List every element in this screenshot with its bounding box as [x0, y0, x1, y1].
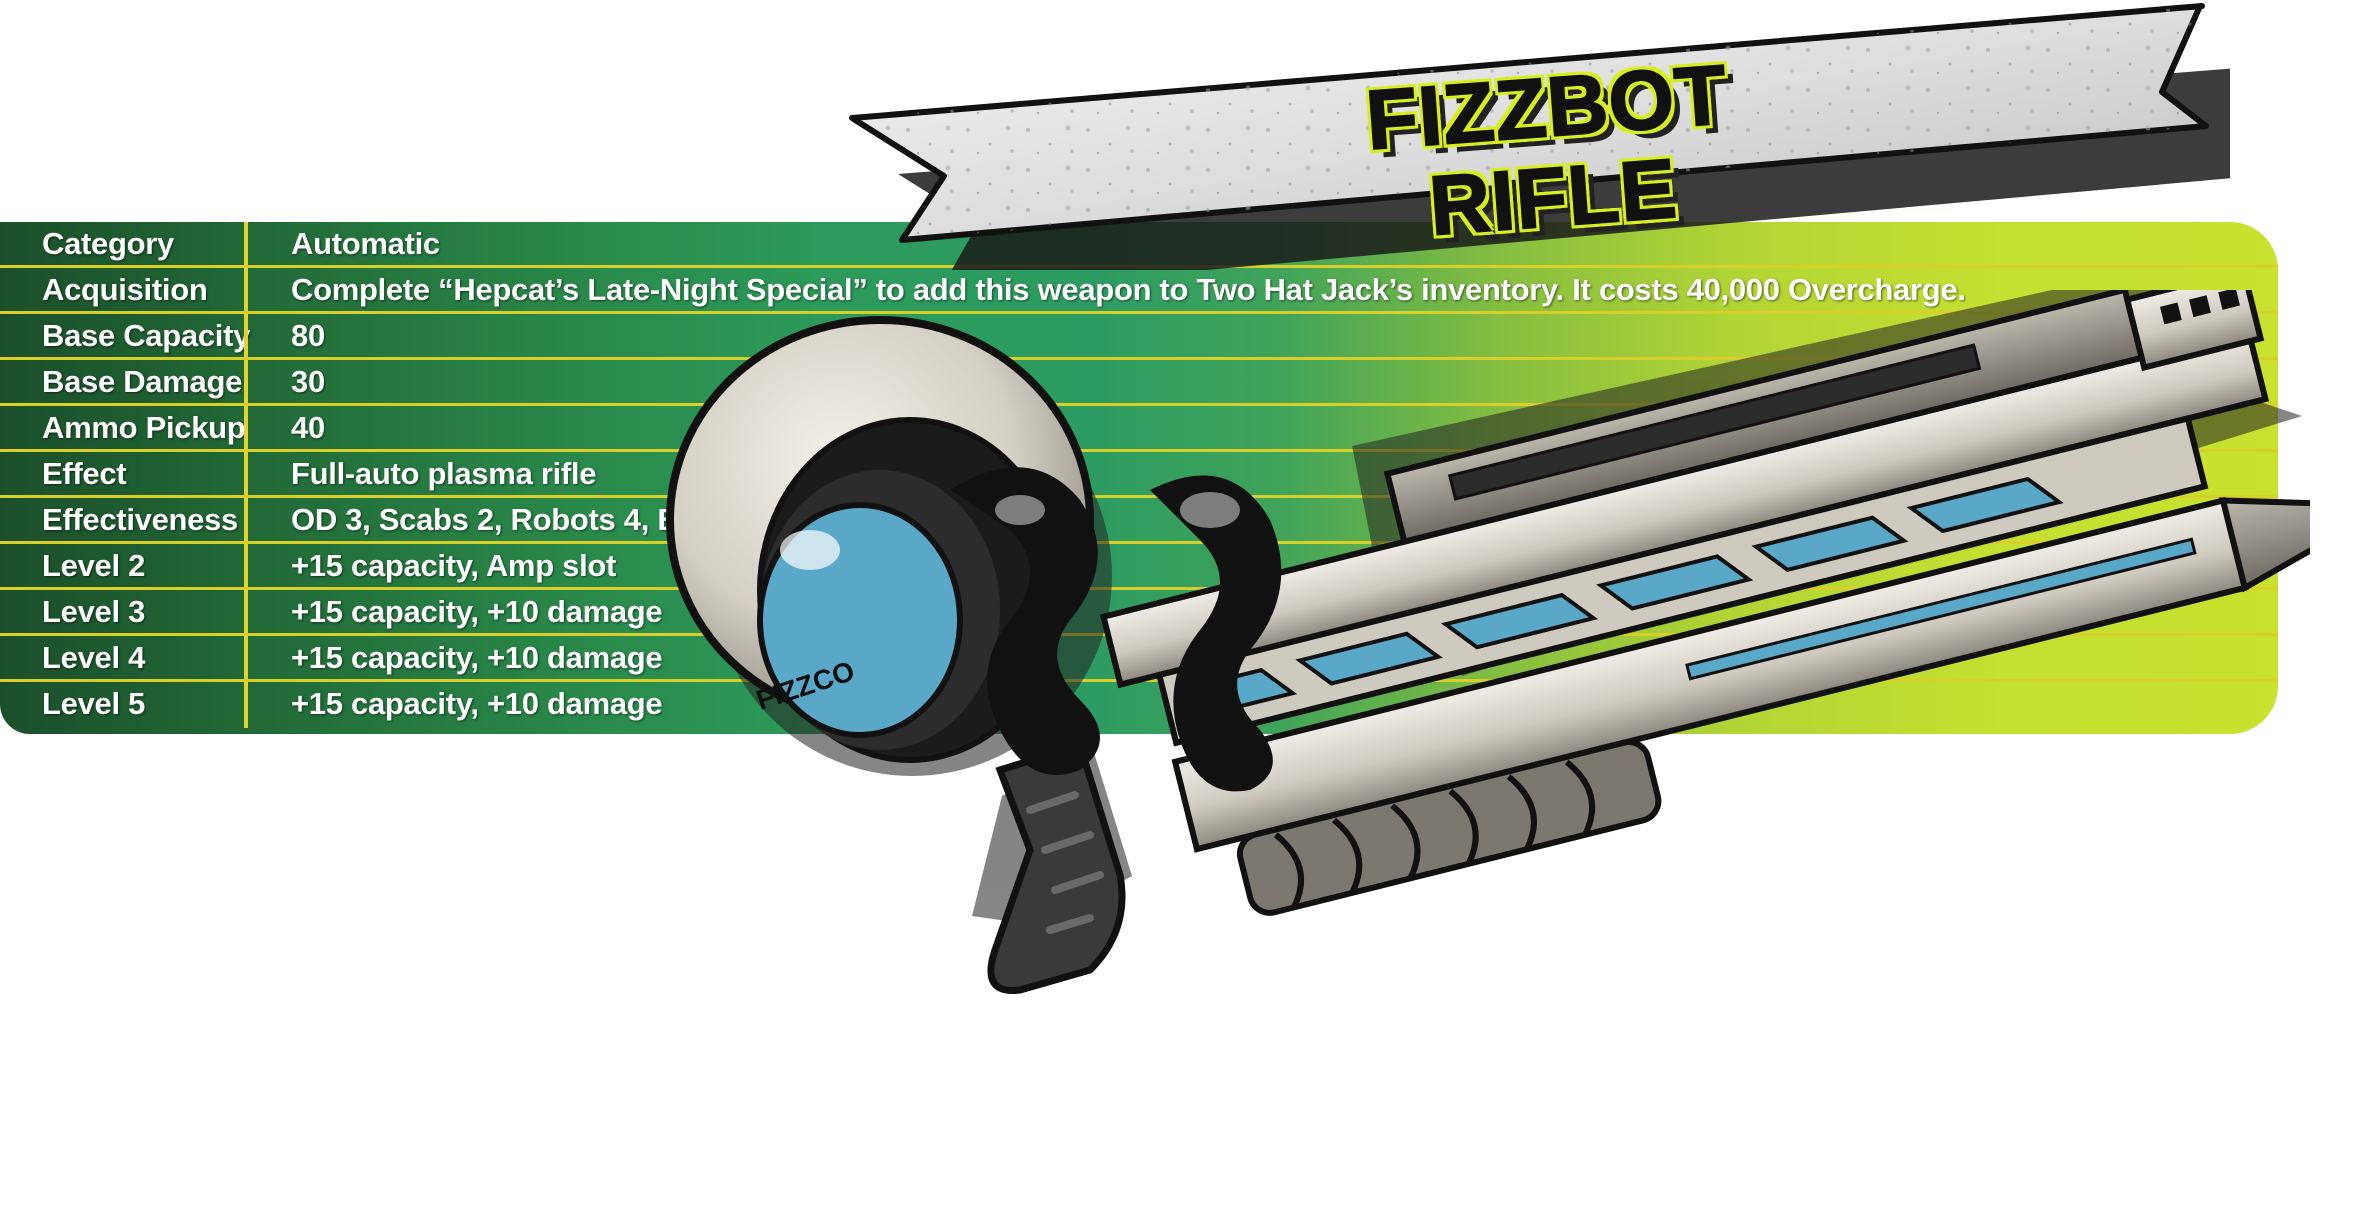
stat-label: Level 5	[42, 686, 146, 721]
column-divider	[244, 360, 248, 403]
stat-value: Complete “Hepcat’s Late-Night Special” t…	[291, 272, 1966, 307]
stat-label: Level 4	[42, 640, 146, 675]
stats-row-level-2: Level 2 +15 capacity, Amp slot	[0, 544, 2278, 590]
stats-row-ammo-pickup: Ammo Pickup 40	[0, 406, 2278, 452]
stat-label: Effectiveness	[42, 502, 238, 537]
stat-value: +15 capacity, +10 damage	[291, 594, 663, 629]
weapon-illustration: FIZZCO	[650, 261, 2369, 1120]
stat-value: 40	[291, 410, 325, 445]
stat-label: Acquisition	[42, 272, 208, 307]
column-divider	[244, 314, 248, 357]
stats-row-level-5: Level 5 +15 capacity, +10 damage	[0, 682, 2278, 728]
stat-label: Base Damage	[42, 364, 243, 399]
stat-value: Automatic	[291, 226, 440, 261]
stat-label: Level 3	[42, 594, 146, 629]
column-divider	[244, 544, 248, 587]
column-divider	[244, 636, 248, 679]
stat-label: Effect	[42, 456, 127, 491]
column-divider	[244, 452, 248, 495]
stat-value: Full-auto plasma rifle	[291, 456, 597, 491]
column-divider	[244, 268, 248, 311]
title-banner: FIZZBOT RIFLE	[840, 0, 2288, 294]
stats-row-acquisition: Acquisition Complete “Hepcat’s Late-Nigh…	[0, 268, 2278, 314]
column-divider	[244, 682, 248, 728]
stats-row-effect: Effect Full-auto plasma rifle	[0, 452, 2278, 498]
stat-label: Base Capacity	[42, 318, 251, 353]
column-divider	[244, 590, 248, 633]
stat-label: Category	[42, 226, 174, 261]
stat-value: +15 capacity, Amp slot	[291, 548, 617, 583]
stat-label: Level 2	[42, 548, 146, 583]
stat-value: 80	[291, 318, 325, 353]
column-divider	[244, 222, 248, 265]
stat-value: +15 capacity, +10 damage	[291, 640, 663, 675]
ribbon-icon	[849, 3, 2288, 294]
stat-label: Ammo Pickup	[42, 410, 246, 445]
stat-value: +15 capacity, +10 damage	[291, 686, 663, 721]
plasma-rifle-icon	[666, 261, 2369, 994]
column-divider	[244, 406, 248, 449]
column-divider	[244, 498, 248, 541]
stats-row-base-damage: Base Damage 30	[0, 360, 2278, 406]
stat-value: 30	[291, 364, 325, 399]
stats-row-base-capacity: Base Capacity 80	[0, 314, 2278, 360]
